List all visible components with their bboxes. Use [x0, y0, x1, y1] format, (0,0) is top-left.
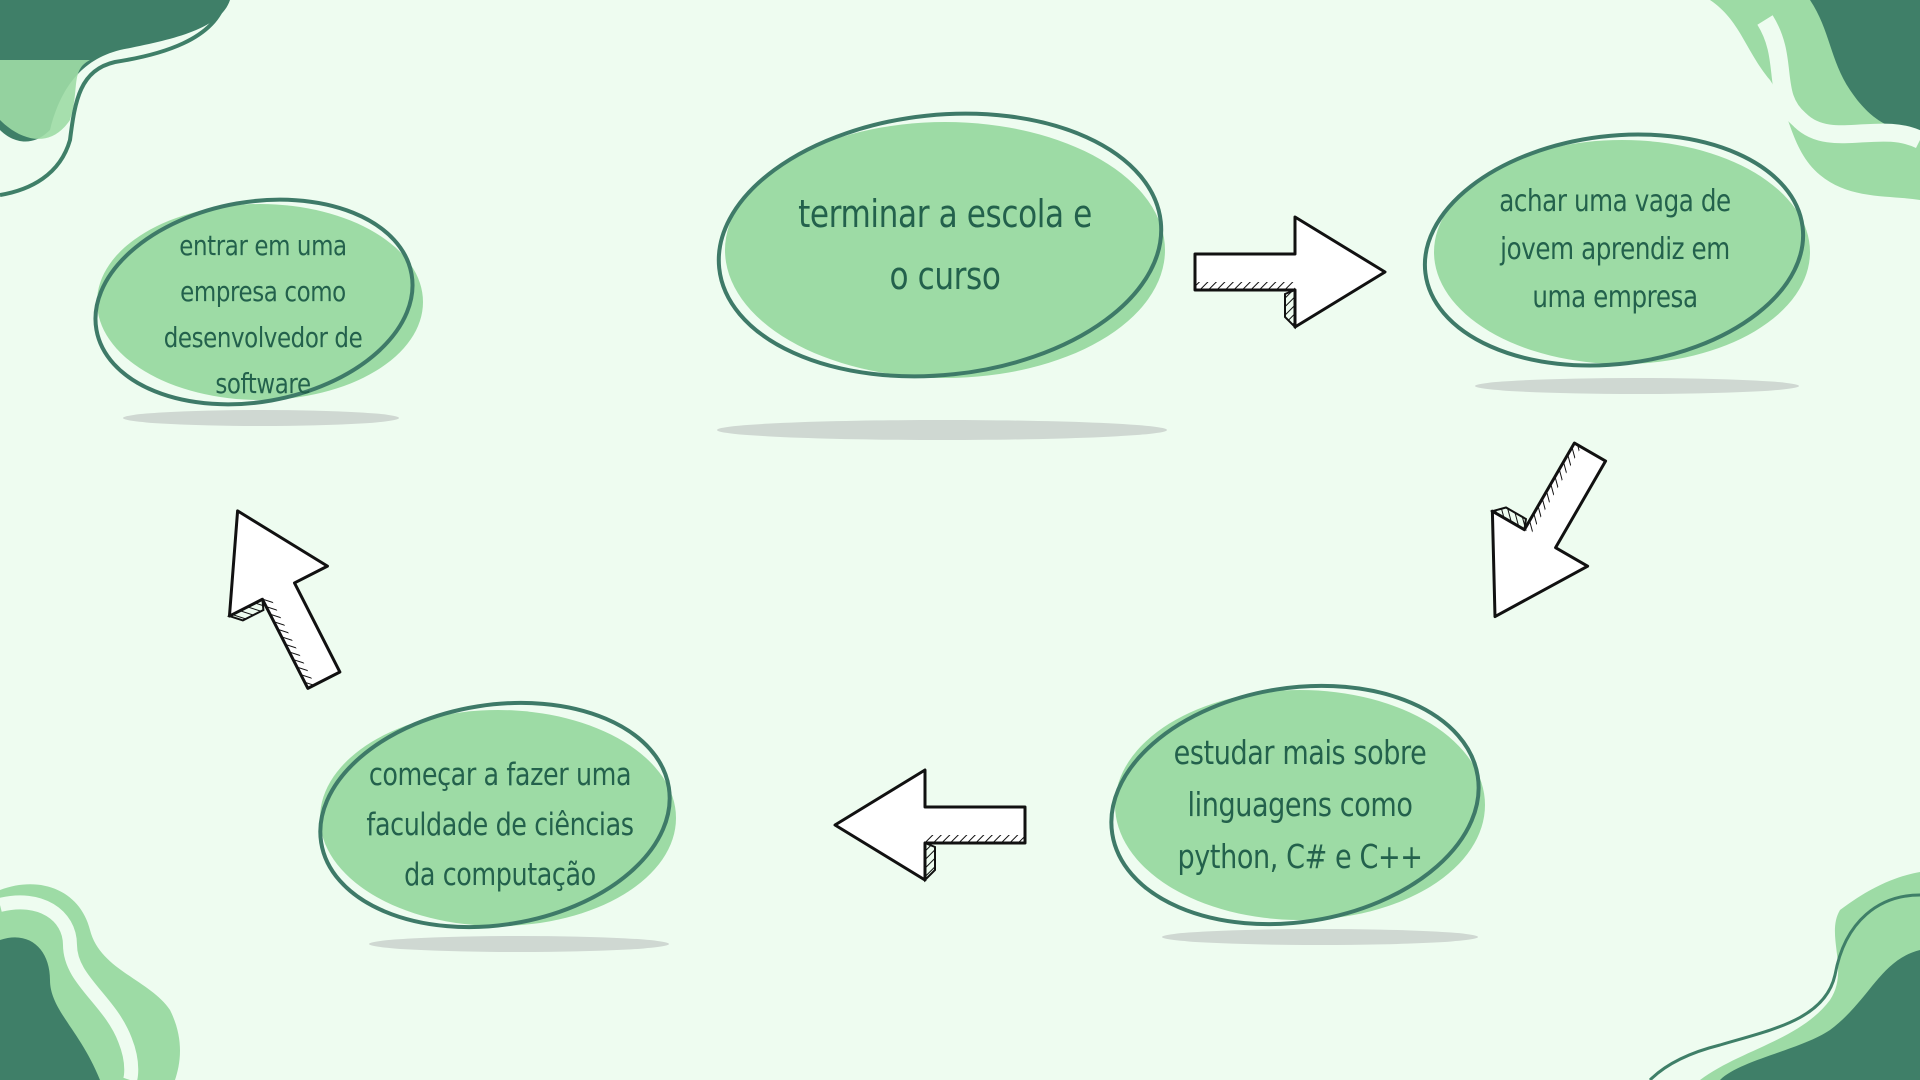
node-shape-2 — [1422, 132, 1810, 394]
node-label-2: achar uma vaga de jovem aprendiz em uma … — [1499, 184, 1731, 315]
arrow-up-left-icon — [226, 509, 342, 690]
corner-wave-top-left — [0, 0, 230, 197]
arrow-down-left-icon — [1489, 441, 1608, 619]
node-label-1: terminar a escola e o curso — [798, 192, 1092, 298]
corner-wave-bottom-left — [0, 884, 180, 1080]
node-label-5: entrar em uma empresa como desenvolvedor… — [163, 229, 363, 400]
node-shape-5 — [93, 197, 423, 426]
arrow-left-icon — [833, 768, 1027, 883]
node-shape-3 — [1109, 683, 1485, 945]
corner-wave-top-right — [1710, 0, 1920, 200]
node-shape-1 — [716, 111, 1167, 440]
node-label-3: estudar mais sobre linguagens como pytho… — [1173, 733, 1427, 876]
corner-wave-bottom-right — [1648, 872, 1920, 1080]
node-shape-4 — [318, 700, 676, 952]
arrow-right-icon — [1193, 215, 1387, 330]
node-label-4: começar a fazer uma faculdade de ciência… — [366, 757, 634, 893]
